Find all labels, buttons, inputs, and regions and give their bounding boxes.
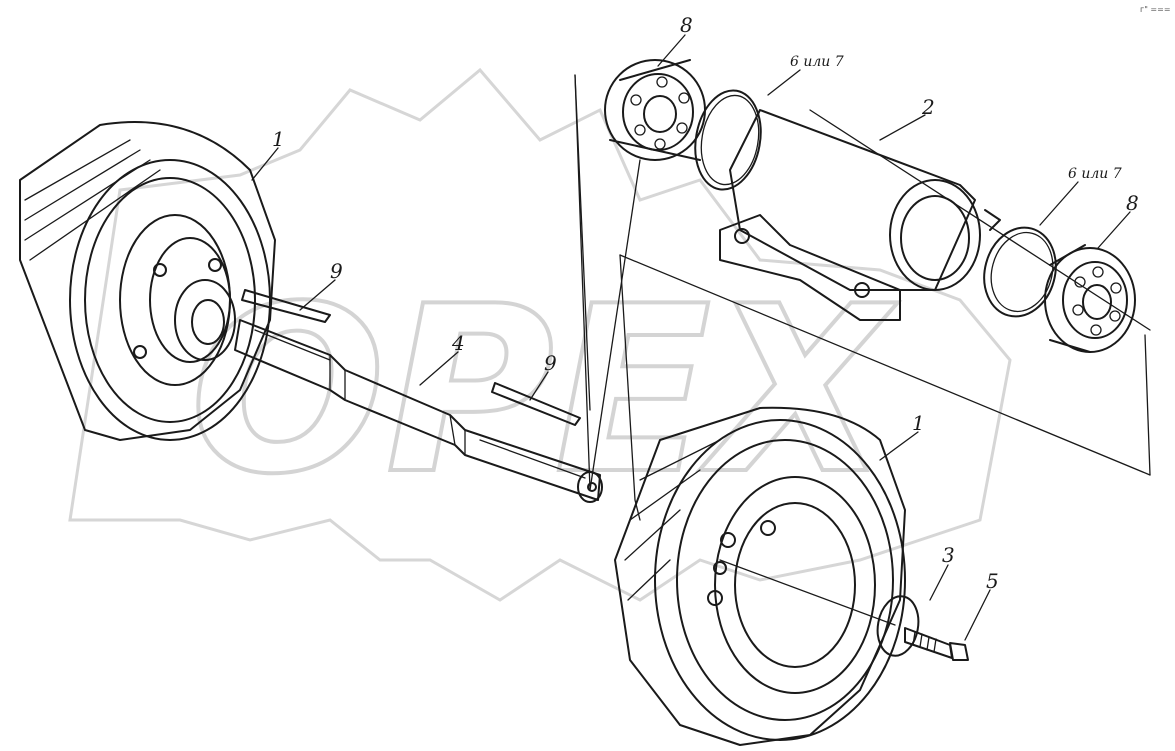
pulley-wheel-right (614, 406, 906, 746)
callout-wheel-left: 1 (272, 127, 285, 151)
callout-ring-top: 6 или 7 (790, 54, 844, 70)
callout-wheel-right: 1 (912, 411, 925, 435)
bolt (904, 627, 969, 661)
key-middle (491, 382, 581, 426)
retaining-ring-top (694, 89, 762, 191)
bearing-top (604, 59, 706, 161)
plane-lower-edge (619, 254, 1151, 476)
callout-housing: 2 (921, 95, 935, 119)
corner-mark: г" === (1140, 5, 1171, 14)
callout-key-top: 9 (330, 259, 343, 283)
callout-ring-right: 6 или 7 (1068, 166, 1122, 182)
leader-lines (251, 34, 1131, 641)
key-upper (241, 289, 331, 323)
callout-key-middle: 9 (544, 351, 557, 375)
retaining-ring-right (983, 226, 1057, 318)
callout-bearing-top: 8 (680, 13, 693, 37)
watermark: OPEX (68, 67, 1012, 602)
plane-upper-left-edge (574, 74, 591, 411)
callout-bolt: 5 (986, 569, 999, 593)
callout-washer: 3 (942, 543, 955, 567)
plane-right-edge (1144, 334, 1151, 476)
bearing-housing (719, 109, 1001, 321)
watermark-text: OPEX (190, 258, 898, 525)
shaft (234, 319, 603, 503)
callout-shaft: 4 (451, 331, 465, 355)
callout-bearing-right: 8 (1126, 191, 1139, 215)
washer (876, 595, 920, 657)
plane-upper-right-edge (809, 109, 1151, 331)
watermark-gear-outline (68, 67, 1012, 602)
pulley-wheel-left (19, 121, 276, 441)
bearing-right (1044, 244, 1136, 353)
